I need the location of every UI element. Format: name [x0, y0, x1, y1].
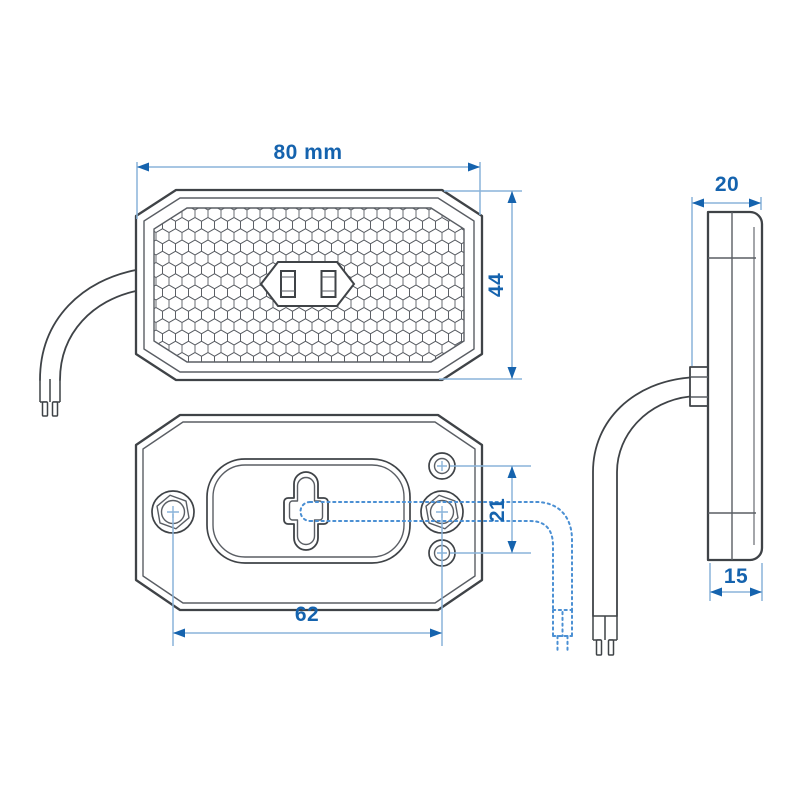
front-wire-sheath-inner — [59, 290, 137, 381]
dim-pitch-arrow-bottom — [507, 541, 517, 553]
dimension-lens-depth: 15 — [709, 563, 763, 601]
dim-depth-arrow-right — [749, 198, 761, 208]
hidden-wire-pins — [556, 635, 569, 653]
rear-view — [134, 413, 484, 612]
dimension-width: 80 mm — [136, 141, 481, 219]
side-wire-pin-left — [595, 639, 603, 656]
dim-spacing-arrow-left — [173, 628, 185, 638]
side-view — [592, 210, 764, 656]
front-wire — [39, 269, 137, 417]
dim-pitch-label: 21 — [486, 498, 509, 522]
side-wire-sheath-outer — [592, 376, 691, 617]
dim-width-extensions — [136, 162, 481, 219]
front-view — [39, 188, 484, 417]
dim-width-label: 80 mm — [273, 141, 342, 164]
dim-depth-extensions — [691, 197, 762, 366]
rear-keyhole-slot-inner — [288, 476, 324, 546]
dim-height-arrow-bottom — [507, 367, 517, 379]
dim-height-arrow-top — [507, 191, 517, 203]
rear-outer-frame — [134, 413, 484, 612]
front-wire-pin-right — [51, 401, 59, 417]
front-wire-sheath-outer — [39, 269, 137, 381]
dim-width-arrow-left — [137, 162, 149, 172]
dim-depth-arrow-left — [692, 198, 704, 208]
hole-top-center-mark — [437, 461, 447, 471]
side-wire-pin-right — [607, 639, 615, 656]
dim-pitch-extensions — [450, 465, 531, 554]
rear-keyhole-slot-outer — [283, 471, 329, 551]
front-led-window — [259, 261, 356, 307]
dim-width-arrow-right — [468, 162, 480, 172]
front-wire-pin-left — [41, 401, 49, 417]
dim-spacing-arrow-right — [430, 628, 442, 638]
dim-lens-arrow-left — [710, 587, 722, 597]
screw-left-hex-nut — [156, 494, 190, 530]
dim-height-extensions — [439, 190, 522, 380]
front-led-terminal-left-lines — [281, 276, 295, 292]
front-outer-frame — [134, 188, 484, 382]
rear-mount-recess-inner — [212, 464, 405, 558]
side-wire-split — [592, 615, 618, 641]
side-wire-grommet — [689, 366, 709, 407]
front-led-terminal-right-lines — [321, 276, 336, 292]
dim-spacing-extensions — [172, 514, 443, 646]
hidden-wire-route — [299, 501, 573, 653]
dim-spacing-label: 62 — [295, 603, 319, 626]
dim-lens-extensions — [709, 563, 763, 601]
dim-height-label: 44 — [485, 273, 508, 297]
dimension-height: 44 — [439, 190, 522, 380]
dimension-hole-spacing: 62 — [172, 514, 443, 646]
hole-top-inner — [433, 457, 451, 475]
side-wire — [592, 376, 691, 656]
dim-lens-label: 15 — [724, 565, 748, 588]
side-body-outline — [706, 210, 764, 562]
rear-mount-recess-outer — [206, 458, 411, 564]
hidden-wire-split — [552, 609, 573, 637]
hidden-wire-top-edge — [309, 501, 573, 611]
dim-lens-arrow-right — [750, 587, 762, 597]
grommet-body — [689, 366, 709, 407]
front-wire-split — [39, 379, 61, 403]
rear-hole-top — [428, 452, 456, 480]
dimension-depth: 20 — [691, 173, 762, 366]
grommet-lines — [690, 376, 708, 398]
dim-pitch-arrow-top — [507, 466, 517, 478]
hidden-wire-bottom-edge — [309, 520, 554, 611]
hidden-wire-cap-arc — [299, 501, 311, 522]
front-inner-frame — [143, 197, 475, 373]
front-led-terminal-right — [320, 270, 337, 298]
dimension-hole-pitch: 21 — [450, 465, 531, 554]
side-wire-sheath-inner — [616, 395, 691, 617]
rear-inner-frame — [142, 421, 476, 604]
front-led-terminal-left — [280, 270, 296, 298]
dim-depth-label: 20 — [715, 173, 739, 196]
